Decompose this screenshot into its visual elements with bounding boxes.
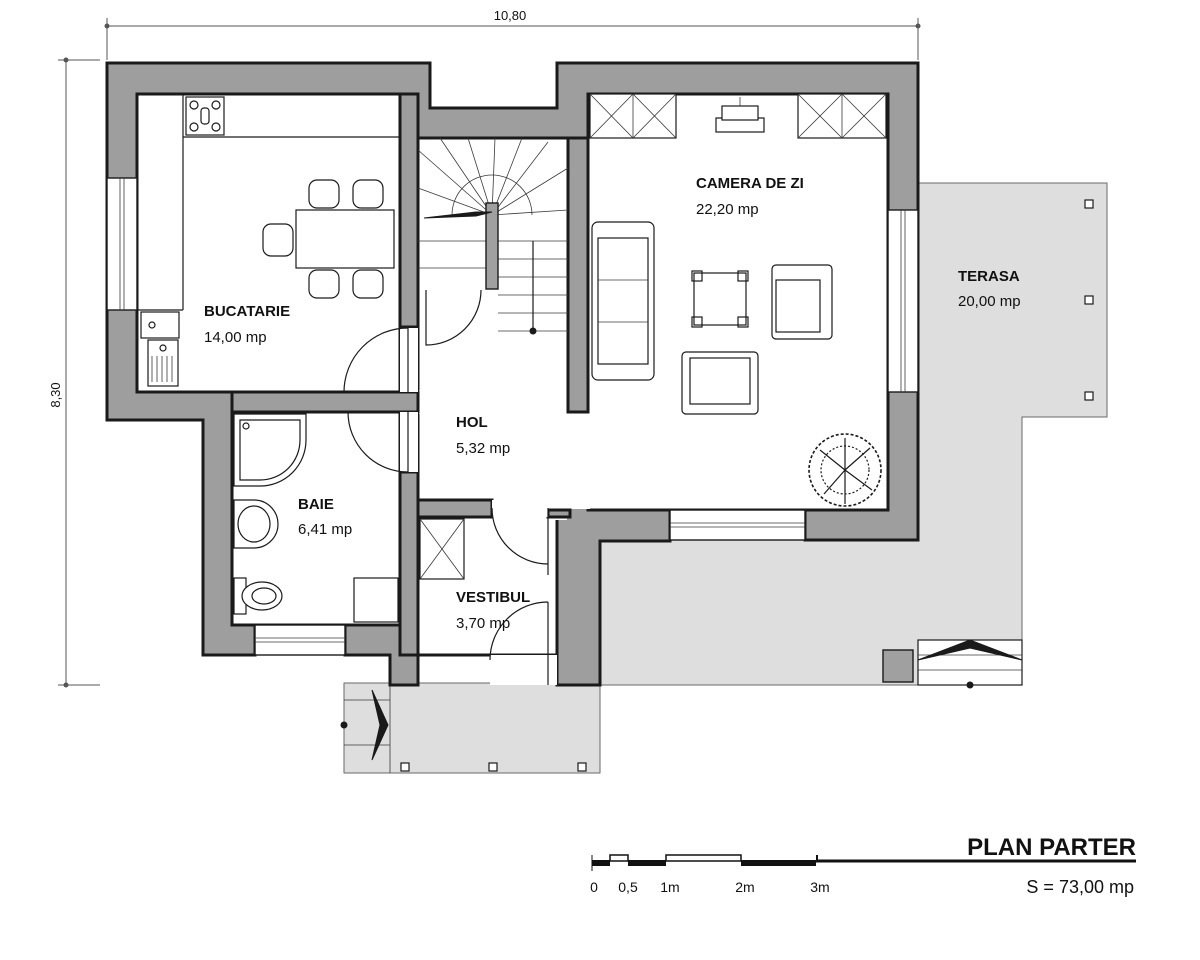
kitchen-furniture <box>137 94 400 387</box>
sofa <box>591 221 655 381</box>
room-labels: BUCATARIE 14,00 mp CAMERA DE ZI 22,20 mp… <box>204 175 1021 632</box>
terrace-area <box>340 182 1108 774</box>
washbasin-icon <box>233 499 279 549</box>
room-area-kitchen: 14,00 mp <box>204 329 267 346</box>
terrace-pillar <box>882 649 914 683</box>
stair-core <box>485 202 499 290</box>
stove-icon <box>185 96 225 136</box>
terrace-post <box>1084 295 1094 305</box>
terrace-post <box>1084 199 1094 209</box>
dimension-depth: 8,30 <box>48 57 100 688</box>
window-bathroom <box>254 624 346 656</box>
armchair-bottom <box>681 351 759 415</box>
vestibule-wall-right <box>546 508 572 519</box>
room-area-bathroom: 6,41 mp <box>298 521 352 538</box>
window-kitchen <box>106 177 138 311</box>
armchair-right <box>771 264 833 340</box>
shower-icon <box>233 413 307 487</box>
scale-tick-label: 2m <box>735 879 754 895</box>
plan-title: PLAN PARTER <box>967 834 1136 861</box>
door-kitchen <box>343 327 409 393</box>
kitchen-hall-wall <box>398 92 420 329</box>
terrace-post <box>1084 391 1094 401</box>
window-living-east <box>887 209 919 393</box>
scale-tick-label: 0 <box>590 879 598 895</box>
toilet-icon <box>233 577 283 615</box>
room-name-kitchen: BUCATARIE <box>204 303 290 320</box>
door-bathroom <box>347 411 409 473</box>
bath-wall <box>398 470 420 657</box>
bathroom-furniture <box>233 413 399 623</box>
terrace-post <box>400 762 410 772</box>
door-entrance <box>489 601 549 661</box>
room-name-bathroom: BAIE <box>298 496 334 513</box>
window-living-south <box>669 509 806 541</box>
scale-bar: 0 0,5 1m 2m 3m <box>590 854 830 895</box>
terrace-post <box>577 762 587 772</box>
scale-tick-label: 1m <box>660 879 679 895</box>
kitchen-bath-wall <box>230 390 420 414</box>
scale-tick-label: 3m <box>810 879 829 895</box>
terrace-steps <box>882 639 1023 689</box>
stair-wall <box>566 136 590 414</box>
staircase <box>417 137 569 335</box>
dimension-depth-label: 8,30 <box>48 382 63 407</box>
room-area-vestibule: 3,70 mp <box>456 615 510 632</box>
room-name-hall: HOL <box>456 414 488 431</box>
plan-total-area: S = 73,00 mp <box>1026 877 1134 897</box>
dimension-width-label: 10,80 <box>494 8 527 23</box>
dimension-width: 10,80 <box>104 8 921 60</box>
scale-tick-label: 0,5 <box>618 879 638 895</box>
vestibule-furniture <box>419 518 465 580</box>
plant-icon <box>808 433 882 507</box>
entry-steps <box>340 689 390 761</box>
tv-icon <box>715 97 765 133</box>
vestibule-wall <box>416 498 494 519</box>
room-name-vestibule: VESTIBUL <box>456 589 530 606</box>
doors <box>343 289 549 685</box>
windows <box>106 177 919 656</box>
dining-table <box>295 209 395 269</box>
sink-drainboard-icon <box>147 339 179 387</box>
sink-icon <box>140 311 180 339</box>
door-vestibule <box>491 507 549 565</box>
terrace-paving <box>599 182 1108 686</box>
room-area-hall: 5,32 mp <box>456 440 510 457</box>
living-furniture <box>589 93 887 507</box>
washing-machine <box>353 577 399 623</box>
room-area-terrace: 20,00 mp <box>958 293 1021 310</box>
title-block: PLAN PARTER S = 73,00 mp <box>816 834 1136 897</box>
room-name-living: CAMERA DE ZI <box>696 175 804 192</box>
coffee-table <box>693 272 747 326</box>
room-name-terrace: TERASA <box>958 268 1020 285</box>
dining-chairs <box>262 179 384 299</box>
door-understairs <box>425 289 482 346</box>
room-area-living: 22,20 mp <box>696 201 759 218</box>
terrace-post <box>488 762 498 772</box>
